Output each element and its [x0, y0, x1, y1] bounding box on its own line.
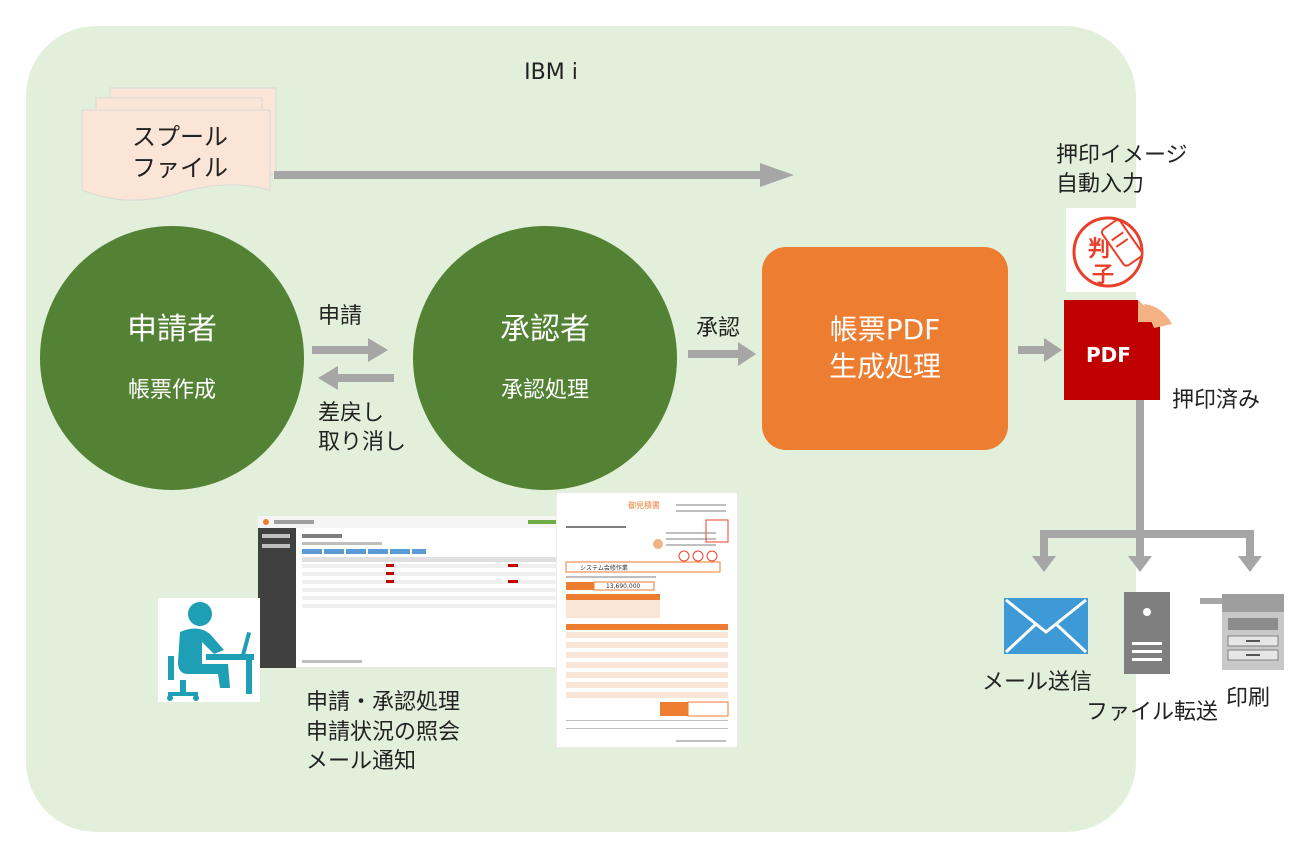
mail-icon [1004, 598, 1088, 654]
approve-arrow [688, 342, 756, 366]
quote-amount: 13,690,000 [606, 583, 641, 590]
user-at-computer-icon [158, 598, 260, 702]
file-transfer-label: ファイル転送 [1086, 700, 1219, 725]
mail-send-label: メール送信 [982, 670, 1093, 695]
return-label: 差戻し 取り消し [318, 401, 407, 455]
file-server-icon [1124, 592, 1170, 674]
spool-to-pdf-arrow [274, 163, 794, 187]
workflow-description: 申請・承認処理 申請状況の照会 メール通知 [306, 690, 461, 775]
stamp-char-1: 判 [1088, 237, 1110, 262]
quote-subject: システム会修作業 [580, 564, 628, 572]
stamp-char-2: 子 [1092, 263, 1114, 288]
applicant-subtitle: 帳票作成 [127, 378, 216, 403]
quotation-document-thumbnail: 御見積書 システム会修作業 13,690,000 [556, 492, 738, 748]
pdf-file-icon: PDF [1064, 300, 1172, 400]
apply-arrow [312, 338, 388, 362]
stamp-label: 押印イメージ 自動入力 [1056, 143, 1188, 197]
approver-title: 承認者 [500, 312, 590, 347]
pdf-file-label: 押印済み [1172, 388, 1261, 413]
return-arrow [318, 366, 394, 390]
distribution-arrows [1032, 400, 1262, 572]
applicant-title: 申請者 [127, 312, 217, 347]
stamp-icon: 判 子 [1066, 208, 1150, 292]
spool-file-label: スプール ファイル [132, 123, 228, 183]
applicant-node: 申請者 帳票作成 [40, 226, 304, 490]
printer-icon [1200, 594, 1284, 670]
spool-file-icon [81, 87, 277, 201]
pdf-generation-label: 帳票PDF 生成処理 [828, 313, 941, 383]
workflow-app-thumbnail [258, 516, 562, 668]
region-label: IBM i [524, 60, 578, 85]
apply-label: 申請 [318, 304, 363, 329]
pdf-icon-text: PDF [1086, 343, 1131, 367]
pdf-generation-process: 帳票PDF 生成処理 [762, 247, 1008, 450]
quote-title: 御見積書 [628, 500, 660, 510]
process-to-pdf-arrow [1018, 338, 1062, 362]
approver-subtitle: 承認処理 [500, 378, 589, 403]
approver-node: 承認者 承認処理 [413, 226, 677, 490]
print-label: 印刷 [1226, 686, 1271, 711]
approve-label: 承認 [696, 316, 741, 341]
